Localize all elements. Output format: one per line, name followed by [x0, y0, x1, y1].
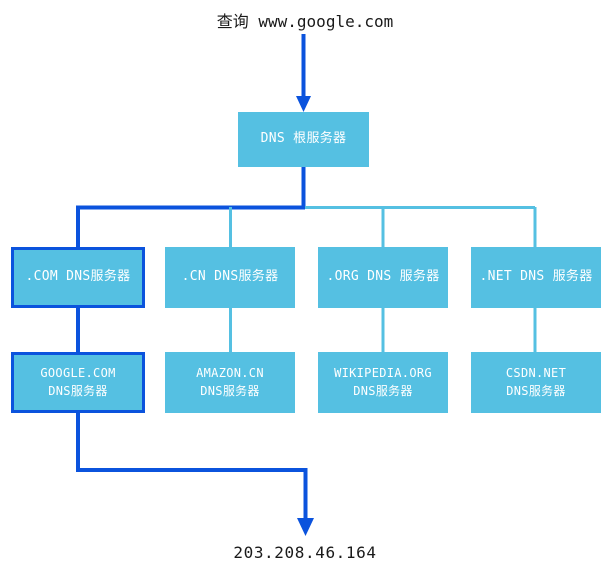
node-label-line2: DNS服务器 [353, 383, 413, 398]
node-label-line1: GOOGLE.COM [40, 366, 116, 381]
node-label-line2: DNS服务器 [200, 383, 260, 398]
resolved-ip-label: 203.208.46.164 [233, 543, 377, 562]
node-dns-root[interactable]: DNS 根服务器 [238, 112, 369, 167]
answer-path [76, 413, 314, 536]
query-arrow [296, 34, 311, 112]
node-authoritative-wikipedia-org[interactable]: WIKIPEDIA.ORG DNS服务器 [318, 352, 448, 413]
node-label: .CN DNS服务器 [181, 269, 279, 285]
node-tld-com[interactable]: .COM DNS服务器 [11, 247, 145, 308]
node-label-line2: DNS服务器 [48, 383, 108, 398]
node-label: DNS 根服务器 [260, 131, 347, 147]
node-label-line2: DNS服务器 [506, 383, 566, 398]
node-tld-org[interactable]: .ORG DNS 服务器 [318, 247, 448, 308]
query-label: 查询 www.google.com [216, 12, 394, 31]
node-tld-net[interactable]: .NET DNS 服务器 [471, 247, 601, 308]
node-authoritative-csdn-net[interactable]: CSDN.NET DNS服务器 [471, 352, 601, 413]
node-tld-cn[interactable]: .CN DNS服务器 [165, 247, 295, 308]
node-label-line1: AMAZON.CN [196, 366, 264, 381]
node-label: .COM DNS服务器 [25, 269, 131, 285]
node-authoritative-amazon-cn[interactable]: AMAZON.CN DNS服务器 [165, 352, 295, 413]
node-authoritative-google-com[interactable]: GOOGLE.COM DNS服务器 [11, 352, 145, 413]
node-label-line1: WIKIPEDIA.ORG [334, 366, 432, 381]
node-label: .NET DNS 服务器 [479, 269, 593, 285]
node-label-line1: CSDN.NET [505, 366, 567, 381]
node-label: .ORG DNS 服务器 [326, 269, 440, 285]
